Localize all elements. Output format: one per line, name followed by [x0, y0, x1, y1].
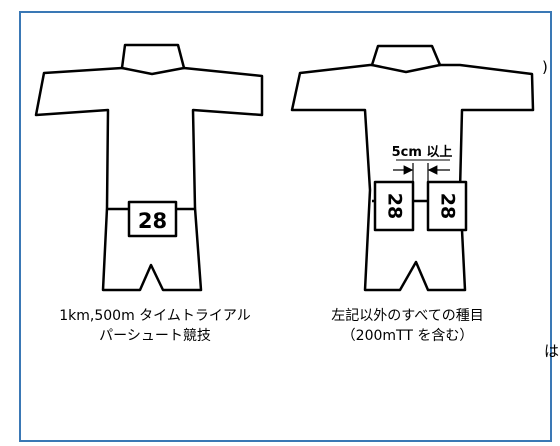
edge-text-paren: ): [542, 58, 548, 76]
gap-label: 5cm 以上: [392, 145, 453, 160]
right-caption-line2: （200mTT を含む）: [341, 328, 474, 344]
left-caption: 1km,500m タイムトライアル パーシュート競技: [40, 306, 270, 346]
left-jersey-collar: [120, 43, 186, 76]
right-jersey-collar: [370, 44, 442, 74]
right-caption-line1: 左記以外のすべての種目: [331, 308, 484, 324]
left-jersey-body: [34, 66, 264, 292]
right-bib-left-number: 28: [384, 193, 406, 219]
edge-text-ha: は: [544, 342, 560, 360]
left-bib: [127, 200, 178, 238]
left-caption-line1: 1km,500m タイムトライアル: [59, 308, 251, 324]
right-bib-left: [373, 180, 415, 232]
left-caption-line2: パーシュート競技: [99, 328, 211, 344]
right-bib-right-number: 28: [437, 193, 459, 219]
left-jersey: [34, 43, 264, 292]
right-caption: 左記以外のすべての種目 （200mTT を含む）: [295, 306, 520, 346]
right-bib-right: [426, 180, 468, 232]
left-bib-number: 28: [138, 209, 167, 233]
